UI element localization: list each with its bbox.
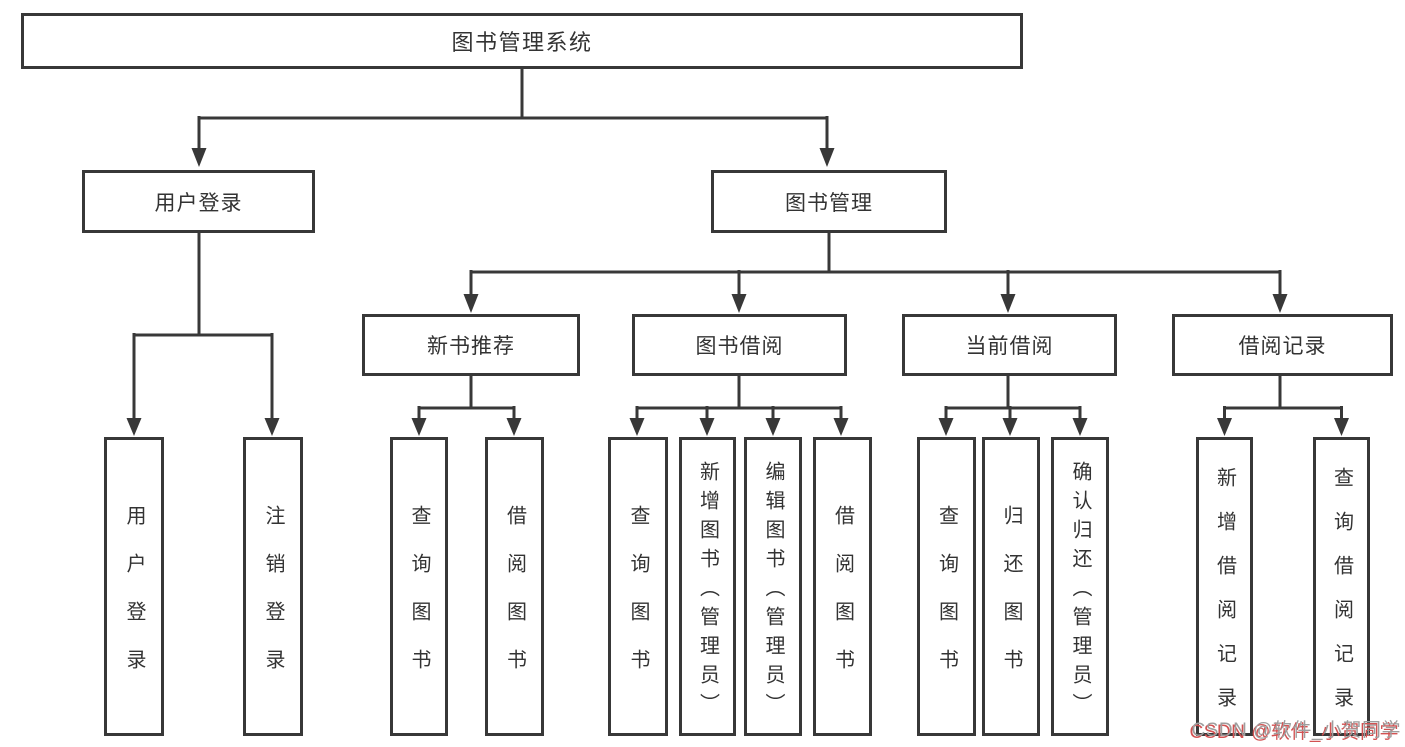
leaf-logout: 注销登录	[243, 437, 303, 736]
leaf-add-borrow-record: 新增借阅记录	[1196, 437, 1253, 736]
arrow-down-icon	[731, 294, 747, 313]
node-root-system: 图书管理系统	[21, 13, 1023, 69]
arrow-down-icon	[191, 148, 207, 167]
connector-current-to-leaves	[938, 376, 1088, 436]
leaf-confirm-return-admin: 确认归还（管理员）	[1051, 437, 1109, 736]
connector-borrow-to-leaves	[629, 376, 849, 436]
connector-newbook-to-leaves	[411, 376, 522, 436]
arrow-down-icon	[506, 418, 522, 436]
connector-login-to-leaves	[126, 233, 280, 436]
arrow-down-icon	[1000, 294, 1016, 313]
node-book-borrow: 图书借阅	[632, 314, 847, 376]
node-label: 图书借阅	[695, 335, 784, 358]
leaf-query-books-current: 查询图书	[917, 437, 976, 736]
leaf-label: 借阅图书	[831, 504, 854, 697]
node-label: 当前借阅	[965, 335, 1054, 358]
node-label: 图书管理	[785, 191, 873, 215]
leaf-query-borrow-record: 查询借阅记录	[1313, 437, 1370, 736]
leaf-label: 用户登录	[123, 504, 145, 697]
leaf-label: 确认归还（管理员）	[1069, 460, 1091, 722]
leaf-label: 新增图书（管理员）	[696, 460, 719, 722]
node-borrow-records: 借阅记录	[1172, 314, 1393, 376]
leaf-label: 新增借阅记录	[1213, 466, 1236, 731]
leaf-return-books: 归还图书	[982, 437, 1040, 736]
arrow-down-icon	[629, 418, 645, 436]
leaf-add-books-admin: 新增图书（管理员）	[679, 437, 736, 736]
connector-root-to-level2	[191, 69, 835, 167]
arrow-down-icon	[699, 418, 715, 436]
arrow-down-icon	[833, 418, 849, 436]
arrow-down-icon	[1072, 418, 1088, 436]
node-label: 用户登录	[154, 191, 243, 215]
arrow-down-icon	[126, 418, 142, 436]
leaf-label: 借阅图书	[503, 504, 526, 697]
leaf-label: 注销登录	[262, 504, 284, 697]
leaf-label: 查询图书	[627, 504, 649, 697]
arrow-down-icon	[1272, 294, 1288, 313]
leaf-label: 查询图书	[408, 504, 430, 697]
node-user-login: 用户登录	[82, 170, 315, 233]
leaf-edit-books-admin: 编辑图书（管理员）	[744, 437, 802, 736]
arrow-down-icon	[819, 148, 835, 167]
arrow-down-icon	[765, 418, 781, 436]
leaf-borrow-books: 借阅图书	[813, 437, 872, 736]
leaf-borrow-books-recommend: 借阅图书	[485, 437, 544, 736]
arrow-down-icon	[264, 418, 280, 436]
arrow-down-icon	[938, 418, 954, 436]
arrow-down-icon	[1217, 418, 1232, 436]
watermark: CSDN @软件_小贺同学	[1191, 720, 1401, 741]
leaf-label: 编辑图书（管理员）	[762, 460, 784, 722]
connector-records-to-leaves	[1217, 376, 1349, 436]
leaf-label: 查询借阅记录	[1330, 466, 1353, 731]
connector-mgmt-to-level3	[463, 233, 1288, 313]
node-new-book-recommend: 新书推荐	[362, 314, 580, 376]
node-current-borrow: 当前借阅	[902, 314, 1117, 376]
node-label: 借阅记录	[1238, 335, 1327, 358]
node-book-management: 图书管理	[711, 170, 947, 233]
leaf-label: 查询图书	[935, 504, 958, 697]
arrow-down-icon	[411, 418, 427, 436]
leaf-query-books-recommend: 查询图书	[390, 437, 448, 736]
leaf-user-login: 用户登录	[104, 437, 164, 736]
leaf-label: 归还图书	[1000, 504, 1022, 697]
node-label: 新书推荐	[427, 335, 515, 358]
leaf-query-books-borrow: 查询图书	[608, 437, 668, 736]
arrow-down-icon	[463, 294, 479, 313]
arrow-down-icon	[1002, 418, 1018, 436]
node-label: 图书管理系统	[451, 30, 593, 55]
arrow-down-icon	[1334, 418, 1349, 436]
